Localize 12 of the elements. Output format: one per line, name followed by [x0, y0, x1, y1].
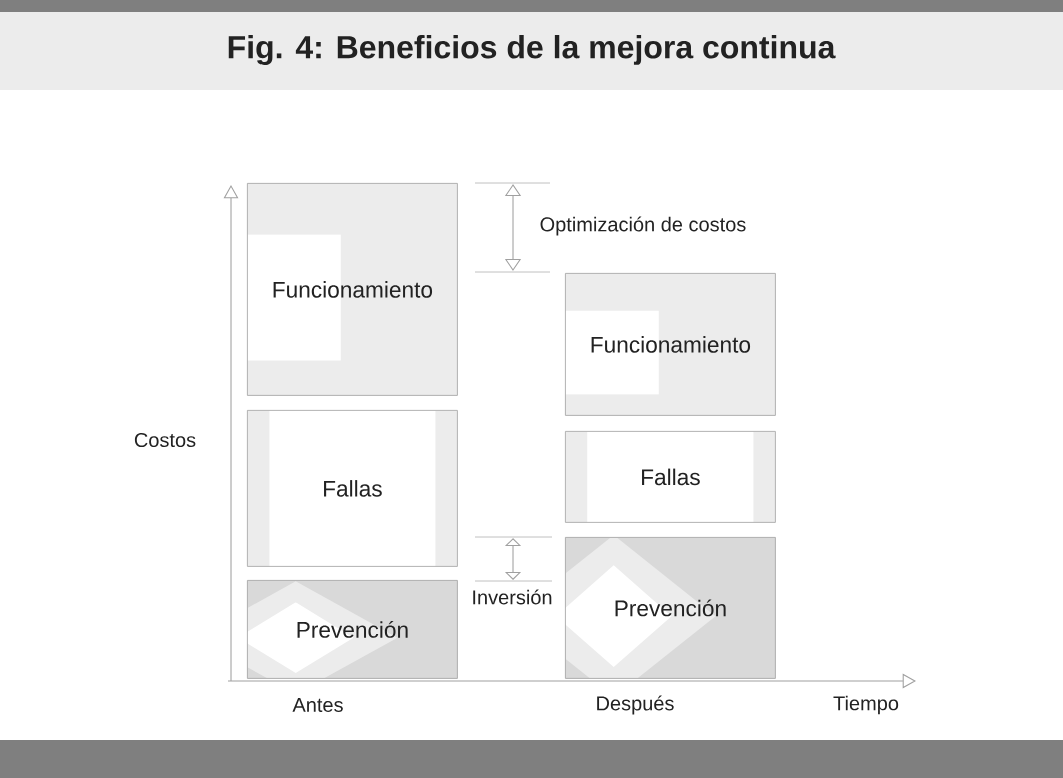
dimension-label: Optimización de costos	[540, 216, 746, 236]
axis-label: Costos	[134, 432, 196, 448]
axis-label: Tiempo	[833, 695, 899, 715]
cost-block: Prevención	[565, 537, 776, 679]
cost-block: Prevención	[247, 580, 458, 679]
title: Fig. 4: Beneficios de la mejora continua	[228, 35, 836, 65]
cost-block: Funcionamiento	[565, 273, 776, 416]
cost-block: Fallas	[565, 431, 776, 523]
axis-label: Después	[597, 695, 674, 715]
cost-block: Funcionamiento	[247, 183, 458, 396]
dimension-label: Inversión	[473, 589, 552, 605]
cost-block: Fallas	[247, 410, 458, 567]
